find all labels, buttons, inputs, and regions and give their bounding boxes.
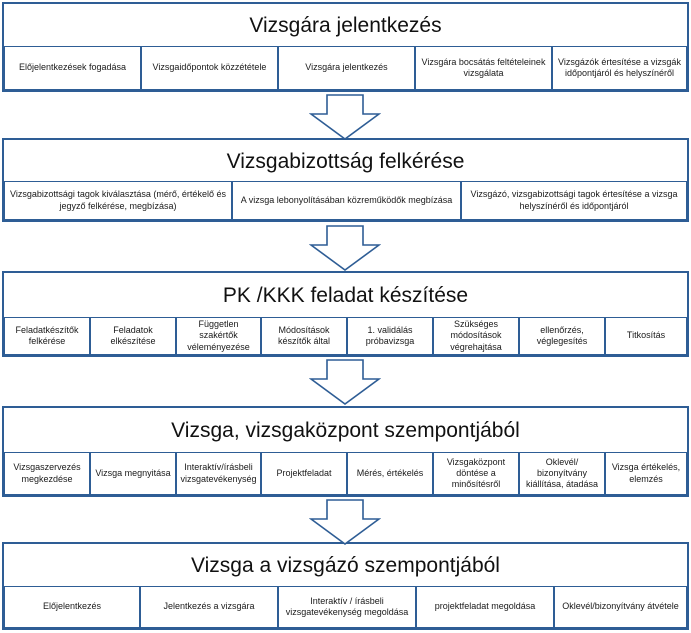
- step-row: Vizsgabizottsági tagok kiválasztása (mér…: [4, 181, 687, 220]
- step-box: Előjelentkezések fogadása: [4, 46, 141, 90]
- step-box: Vizsgára bocsátás feltételeinek vizsgála…: [415, 46, 552, 90]
- step-box: Vizsgabizottsági tagok kiválasztása (mér…: [4, 181, 232, 220]
- down-arrow-icon: [309, 94, 381, 140]
- step-box: Vizsga értékelés, elemzés: [605, 452, 687, 495]
- step-box: Vizsga megnyitása: [90, 452, 176, 495]
- step-box: Független szakértők véleményezése: [176, 317, 261, 355]
- down-arrow-icon: [309, 359, 381, 405]
- step-box: Feladatkészítők felkérése: [4, 317, 90, 355]
- section-title: PK /KKK feladat készítése: [222, 284, 469, 307]
- step-box: Feladatok elkészítése: [90, 317, 176, 355]
- step-box: Oklevél/bizonyítvány átvétele: [554, 586, 687, 628]
- step-box: Módosítások készítők által: [261, 317, 347, 355]
- down-arrow-icon: [309, 499, 381, 545]
- step-box: Vizsgaközpont döntése a minősítésről: [433, 452, 519, 495]
- step-box: Szükséges módosítások végrehajtása: [433, 317, 519, 355]
- step-box: projektfeladat megoldása: [416, 586, 554, 628]
- step-box: Vizsgázók értesítése a vizsgák időpontjá…: [552, 46, 687, 90]
- step-box: Vizsgaidőpontok közzététele: [141, 46, 278, 90]
- step-box: Projektfeladat: [261, 452, 347, 495]
- step-box: Vizsgaszervezés megkezdése: [4, 452, 90, 495]
- step-box: Jelentkezés a vizsgára: [140, 586, 278, 628]
- step-box: Mérés, értékelés: [347, 452, 433, 495]
- step-box: Interaktív/írásbeli vizsgatevékenység: [176, 452, 261, 495]
- step-box: Oklevél/ bizonyítvány kiállítása, átadás…: [519, 452, 605, 495]
- down-arrow-icon: [309, 225, 381, 271]
- step-box: A vizsga lebonyolításában közreműködők m…: [232, 181, 461, 220]
- step-box: Interaktív / írásbeli vizsgatevékenység …: [278, 586, 416, 628]
- step-box: ellenőrzés, véglegesítés: [519, 317, 605, 355]
- step-box: Titkosítás: [605, 317, 687, 355]
- step-box: 1. validálás próbavizsga: [347, 317, 433, 355]
- section-title: Vizsga, vizsgaközpont szempontjából: [171, 419, 520, 442]
- step-box: Vizsgázó, vizsgabizottsági tagok értesít…: [461, 181, 687, 220]
- step-box: Előjelentkezés: [4, 586, 140, 628]
- section-title: Vizsgabizottság felkérése: [226, 149, 465, 173]
- section-title: Vizsgára jelentkezés: [249, 14, 442, 37]
- section-title: Vizsga a vizsgázó szempontjából: [191, 553, 500, 577]
- step-box: Vizsgára jelentkezés: [278, 46, 415, 90]
